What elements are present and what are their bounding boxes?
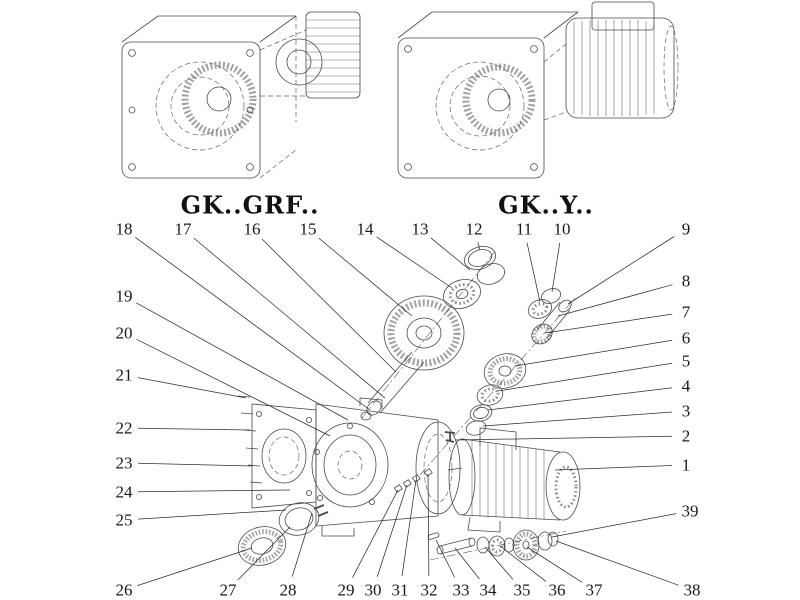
variant-label-gk-y: GK..Y.. <box>498 190 594 220</box>
part-number-19: 19 <box>115 286 133 306</box>
leader-line-7 <box>544 313 673 334</box>
part-number-37: 37 <box>585 580 603 600</box>
flange-screws <box>238 396 262 483</box>
leader-line-36 <box>499 545 547 582</box>
part-number-17: 17 <box>174 219 192 239</box>
motor-mount-studs <box>394 469 432 493</box>
leader-line-28 <box>291 512 313 577</box>
intermediate-gear-set <box>465 349 530 437</box>
part-number-39: 39 <box>681 501 699 521</box>
output-gear-and-shaft <box>361 296 464 420</box>
leader-line-22 <box>137 427 251 431</box>
leader-line-20 <box>136 338 331 437</box>
part-number-35: 35 <box>513 580 531 600</box>
leader-line-24 <box>137 489 291 493</box>
output-flange <box>252 404 316 508</box>
part-number-22: 22 <box>115 418 133 438</box>
part-number-26: 26 <box>115 580 133 600</box>
electric-motor <box>448 428 580 532</box>
part-number-6: 6 <box>681 328 691 348</box>
gearbox-grf-drawing <box>122 12 360 178</box>
part-number-7: 7 <box>681 302 691 322</box>
part-number-2: 2 <box>681 426 691 446</box>
part-number-8: 8 <box>681 271 691 291</box>
variant-label-gk-grf: GK..GRF.. <box>180 190 320 220</box>
part-number-24: 24 <box>115 482 133 502</box>
part-number-31: 31 <box>391 580 409 600</box>
leader-line-35 <box>484 546 514 580</box>
part-number-1: 1 <box>681 455 691 475</box>
leader-line-16 <box>261 238 397 373</box>
leader-line-4 <box>487 387 673 411</box>
part-number-3: 3 <box>681 401 691 421</box>
leader-line-21 <box>137 377 247 399</box>
leader-line-37 <box>526 546 583 583</box>
part-number-38: 38 <box>683 580 701 600</box>
leader-line-39 <box>551 513 677 538</box>
part-number-9: 9 <box>681 219 691 239</box>
part-number-23: 23 <box>115 453 133 473</box>
leader-line-2 <box>454 435 673 441</box>
leader-line-14 <box>376 236 453 289</box>
part-number-12: 12 <box>465 219 483 239</box>
leader-line-30 <box>376 484 408 577</box>
leader-line-6 <box>514 339 673 367</box>
leader-line-11 <box>526 242 541 303</box>
leader-line-19 <box>136 302 349 421</box>
leader-line-10 <box>551 242 561 293</box>
leader-line-34 <box>454 547 480 580</box>
leader-line-33 <box>435 539 456 578</box>
leader-line-18 <box>135 236 371 411</box>
part-number-33: 33 <box>452 580 470 600</box>
leader-line-17 <box>193 237 386 399</box>
leader-line-38 <box>555 540 679 586</box>
output-bearing <box>440 275 485 313</box>
leader-line-25 <box>137 509 287 520</box>
part-number-13: 13 <box>411 219 429 239</box>
part-number-14: 14 <box>356 219 374 239</box>
part-number-36: 36 <box>548 580 566 600</box>
part-number-10: 10 <box>553 219 571 239</box>
leader-line-15 <box>318 237 413 317</box>
part-number-16: 16 <box>243 219 261 239</box>
part-number-15: 15 <box>299 219 317 239</box>
gearbox-y-drawing <box>398 2 678 178</box>
retaining-rings <box>461 243 507 288</box>
leader-line-12 <box>477 242 481 251</box>
leader-line-31 <box>401 479 417 577</box>
axis-lines <box>362 250 577 560</box>
part-number-27: 27 <box>219 580 237 600</box>
leader-line-23 <box>137 462 253 467</box>
leader-line-9 <box>567 236 675 305</box>
part-number-28: 28 <box>279 580 297 600</box>
leader-line-13 <box>430 237 471 271</box>
input-pinion-set <box>526 286 574 348</box>
part-number-5: 5 <box>681 351 691 371</box>
part-number-32: 32 <box>420 580 438 600</box>
leader-line-32 <box>427 473 430 577</box>
leader-line-8 <box>557 284 673 317</box>
part-number-30: 30 <box>364 580 382 600</box>
part-number-18: 18 <box>115 219 133 239</box>
part-number-21: 21 <box>115 365 133 385</box>
part-number-4: 4 <box>681 376 691 396</box>
leader-line-5 <box>497 362 673 392</box>
leader-line-1 <box>554 465 673 471</box>
part-number-29: 29 <box>337 580 355 600</box>
part-number-20: 20 <box>115 323 133 343</box>
leader-line-27 <box>237 526 291 581</box>
part-number-11: 11 <box>515 219 533 239</box>
part-number-25: 25 <box>115 510 133 530</box>
leader-line-26 <box>137 547 253 586</box>
leader-line-3 <box>482 411 673 427</box>
leader-line-29 <box>352 489 399 578</box>
part-number-34: 34 <box>479 580 497 600</box>
